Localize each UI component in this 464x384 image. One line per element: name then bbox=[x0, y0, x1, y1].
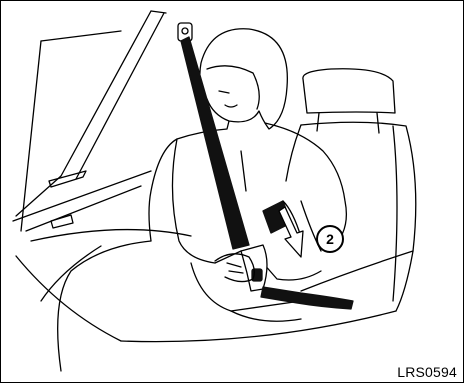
shoulder-belt bbox=[181, 37, 249, 249]
seat-cushion bbox=[16, 230, 413, 342]
callout-number: 2 bbox=[326, 231, 334, 247]
callout-2: 2 bbox=[317, 226, 343, 252]
seat-back bbox=[286, 122, 416, 311]
figure-code: LRS0594 bbox=[397, 364, 457, 380]
lap-belt bbox=[261, 287, 353, 309]
occupant-head bbox=[200, 29, 287, 129]
car-window-frame bbox=[13, 11, 166, 231]
insertion-arrow-icon bbox=[279, 207, 303, 257]
